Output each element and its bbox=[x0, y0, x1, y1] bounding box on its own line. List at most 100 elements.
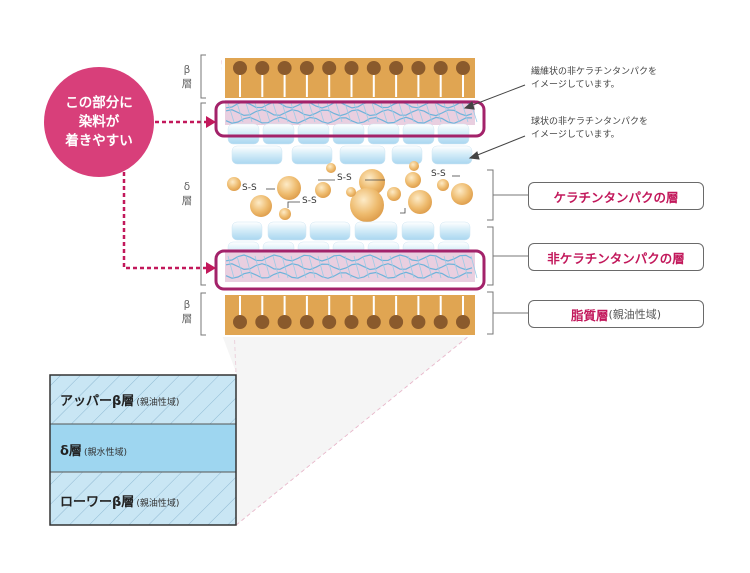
globular-protein bbox=[262, 123, 295, 145]
fiber-crosslink bbox=[335, 102, 343, 123]
non-keratin-layer-pill: 非ケラチンタンパクの層 bbox=[528, 243, 704, 271]
fiber-crosslink bbox=[344, 255, 352, 279]
top-dye-zone-frame bbox=[214, 100, 486, 138]
fiber-crosslink bbox=[254, 255, 262, 279]
lipid-head bbox=[277, 61, 292, 75]
fiber-crosslink bbox=[344, 102, 352, 123]
lower-globular-proteins bbox=[231, 221, 471, 241]
fiber-crosslink bbox=[263, 102, 271, 123]
upper-lipid-heads bbox=[233, 61, 470, 97]
fiber-crosslink bbox=[443, 102, 451, 123]
globular-protein bbox=[391, 145, 423, 165]
beta-bottom-word: 層 bbox=[181, 313, 193, 325]
globular-protein bbox=[267, 221, 307, 241]
fiber-crosslink bbox=[434, 102, 442, 123]
globular-protein bbox=[231, 221, 263, 241]
delta-word: 層 bbox=[181, 195, 193, 207]
globular-protein bbox=[291, 145, 333, 165]
globular-protein bbox=[431, 145, 473, 165]
lipid-head bbox=[255, 61, 270, 75]
fibrous-note-line-2: イメージしています。 bbox=[531, 80, 620, 90]
fiber-crosslink bbox=[398, 255, 406, 279]
lipid-head bbox=[433, 315, 448, 329]
globular-note: 球状の非ケラチンタンパクを イメージしています。 bbox=[531, 116, 648, 142]
keratin-sphere bbox=[451, 183, 473, 205]
fiber-crosslink bbox=[263, 255, 271, 279]
fiber-crosslink bbox=[317, 255, 325, 279]
globular-protein bbox=[402, 123, 435, 145]
beta-bottom-label: β 層 bbox=[180, 298, 194, 326]
fiber-crosslink bbox=[362, 102, 370, 123]
lipid-head bbox=[233, 61, 247, 75]
fiber-crosslink bbox=[434, 255, 442, 279]
fiber-crosslink bbox=[299, 255, 307, 279]
fiber-crosslink bbox=[290, 102, 298, 123]
globular-protein bbox=[297, 123, 330, 145]
fiber-crosslink bbox=[308, 102, 316, 123]
globular-protein bbox=[339, 145, 386, 165]
keratin-sphere bbox=[350, 188, 384, 222]
fiber-crosslink bbox=[443, 255, 451, 279]
legend-lower-beta: ローワーβ層 (親油性域) bbox=[50, 491, 235, 510]
fiber-crosslink bbox=[245, 102, 253, 123]
note-pointers bbox=[463, 84, 526, 160]
keratin-spheres bbox=[227, 161, 473, 222]
fiber-crosslink bbox=[299, 102, 307, 123]
lipid-layer-pill: 脂質層 (親油性域) bbox=[528, 300, 704, 328]
beta-top-word: 層 bbox=[181, 78, 193, 90]
keratin-sphere bbox=[437, 179, 449, 191]
keratin-sphere bbox=[408, 190, 432, 214]
lipid-head bbox=[411, 315, 426, 329]
legend-lower-beta-title: ローワーβ層 bbox=[60, 495, 135, 510]
bond-label: S-S bbox=[431, 169, 446, 179]
legend-upper-beta-subtitle: (親油性域) bbox=[136, 398, 180, 408]
fiber-crosslink bbox=[281, 255, 289, 279]
fiber-crosslink bbox=[254, 102, 262, 123]
protein-fiber bbox=[225, 263, 473, 271]
fiber-crosslink bbox=[380, 102, 388, 123]
lipid-head bbox=[344, 315, 359, 329]
fiber-crosslink bbox=[317, 102, 325, 123]
fiber-crosslink bbox=[416, 102, 424, 123]
fiber-crosslink bbox=[425, 255, 433, 279]
lipid-head bbox=[233, 315, 247, 329]
fiber-crosslink bbox=[425, 102, 433, 123]
keratin-sphere bbox=[279, 208, 291, 220]
keratin-sphere bbox=[346, 187, 356, 197]
beta-top-symbol: β bbox=[183, 64, 191, 76]
bond-label: S-S bbox=[302, 196, 317, 206]
keratin-sphere bbox=[227, 177, 241, 191]
legend-box bbox=[49, 374, 237, 526]
keratin-sphere bbox=[326, 163, 336, 173]
fiber-crosslink bbox=[353, 255, 361, 279]
non-keratin-layer-label: 非ケラチンタンパクの層 bbox=[547, 250, 685, 266]
disulfide-connectors bbox=[266, 175, 460, 214]
globular-protein bbox=[437, 123, 470, 145]
fiber-crosslink bbox=[335, 255, 343, 279]
globular-note-line-2: イメージしています。 bbox=[531, 130, 620, 140]
lipid-head bbox=[299, 315, 314, 329]
legend-upper-beta: アッパーβ層 (親油性域) bbox=[50, 390, 235, 409]
fiber-crosslink bbox=[290, 255, 298, 279]
globular-protein bbox=[231, 145, 283, 165]
keratin-layer-pill: ケラチンタンパクの層 bbox=[528, 182, 704, 210]
lipid-head bbox=[322, 61, 337, 75]
fiber-crosslink bbox=[407, 255, 415, 279]
globular-note-line-1: 球状の非ケラチンタンパクを bbox=[531, 117, 649, 127]
fiber-crosslink bbox=[398, 102, 406, 123]
globular-protein bbox=[227, 123, 260, 145]
legend-upper-beta-title: アッパーβ層 bbox=[60, 394, 135, 409]
lipid-head bbox=[344, 61, 359, 75]
fibrous-note-line-1: 繊維状の非ケラチンタンパクを bbox=[531, 67, 658, 77]
lipid-head bbox=[433, 61, 448, 75]
fibrous-note: 繊維状の非ケラチンタンパクを イメージしています。 bbox=[531, 66, 657, 92]
right-brackets bbox=[487, 169, 528, 335]
keratin-sphere bbox=[250, 195, 272, 217]
delta-label: δ 層 bbox=[180, 180, 194, 208]
lipid-head bbox=[277, 315, 292, 329]
fiber-crosslink bbox=[407, 102, 415, 123]
fiber-crosslink bbox=[227, 255, 235, 279]
arrow-head-bottom bbox=[206, 262, 216, 274]
arrow-head-top bbox=[206, 116, 216, 128]
upper-globular-proteins-2 bbox=[231, 145, 473, 165]
